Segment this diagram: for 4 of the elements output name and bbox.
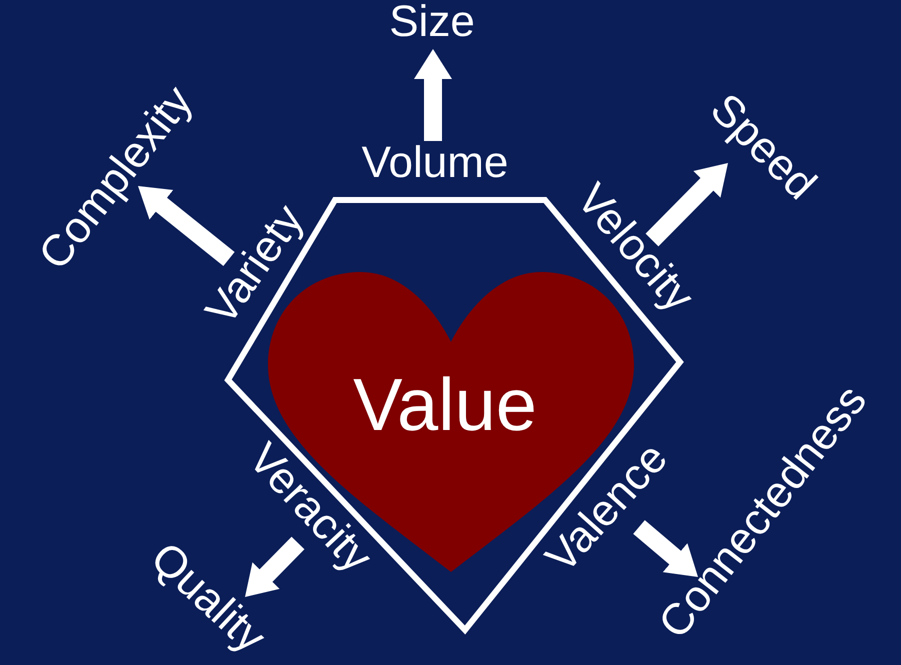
heart-label: Value bbox=[353, 368, 537, 442]
outer-label: Size bbox=[389, 0, 475, 44]
side-label: Volume bbox=[362, 141, 508, 185]
block-arrow bbox=[414, 49, 452, 141]
